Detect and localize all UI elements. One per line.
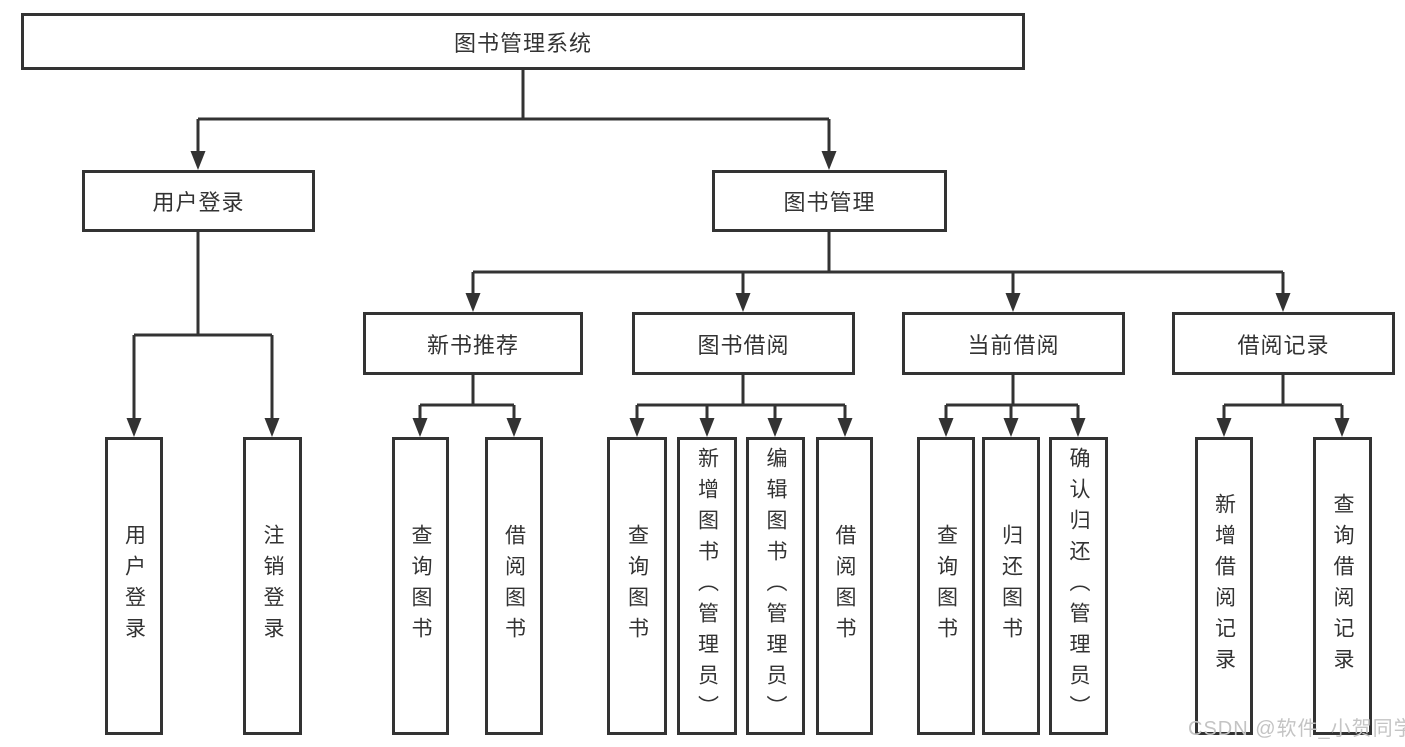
- node-leaf-user-login: 用户登录: [105, 437, 163, 735]
- node-book-borrow: 图书借阅: [632, 312, 855, 375]
- node-new-book-recommend: 新书推荐: [363, 312, 583, 375]
- node-leaf-recommend-borrow-books: 借阅图书: [485, 437, 543, 735]
- node-leaf-add-borrow-record: 新增借阅记录: [1195, 437, 1253, 735]
- node-leaf-query-borrow-record: 查询借阅记录: [1313, 437, 1372, 735]
- node-root-library-system: 图书管理系统: [21, 13, 1025, 70]
- node-leaf-current-query-books: 查询图书: [917, 437, 975, 735]
- node-leaf-logout: 注销登录: [243, 437, 302, 735]
- node-book-management: 图书管理: [712, 170, 947, 232]
- csdn-watermark: CSDN @软件_小贺同学: [1188, 718, 1405, 740]
- node-leaf-return-books: 归还图书: [982, 437, 1040, 735]
- node-leaf-add-books-admin: 新增图书（管理员）: [677, 437, 737, 735]
- node-user-login: 用户登录: [82, 170, 315, 232]
- node-leaf-edit-books-admin: 编辑图书（管理员）: [746, 437, 805, 735]
- node-leaf-borrow-borrow-books: 借阅图书: [816, 437, 873, 735]
- node-leaf-borrow-query-books: 查询图书: [607, 437, 667, 735]
- node-leaf-recommend-query-books: 查询图书: [392, 437, 449, 735]
- node-leaf-confirm-return-admin: 确认归还（管理员）: [1049, 437, 1108, 735]
- node-borrow-records: 借阅记录: [1172, 312, 1395, 375]
- node-current-borrow: 当前借阅: [902, 312, 1125, 375]
